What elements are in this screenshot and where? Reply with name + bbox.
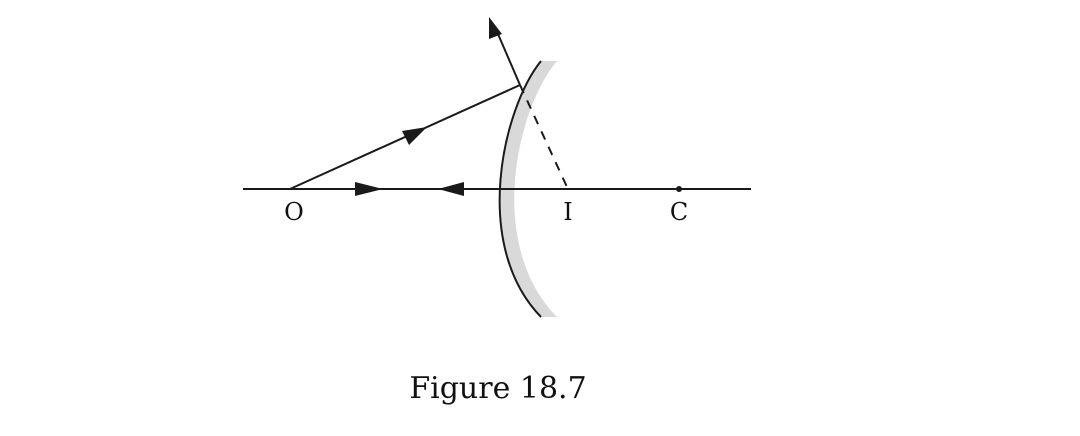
convex-mirror-surface bbox=[498, 60, 542, 318]
figure-caption: Figure 18.7 bbox=[409, 371, 586, 406]
centre-point-dot bbox=[676, 186, 682, 192]
reflected-ray-arrow bbox=[489, 17, 502, 39]
axis-arrow-left bbox=[438, 182, 464, 196]
centre-label: C bbox=[670, 198, 688, 226]
virtual-ray-extension bbox=[519, 84, 568, 188]
reflected-ray bbox=[494, 26, 521, 86]
image-label: I bbox=[563, 198, 572, 226]
axis-arrow-right bbox=[355, 182, 383, 196]
object-label: O bbox=[284, 198, 304, 226]
mirror-back-shading bbox=[499, 61, 557, 317]
incident-ray-arrow bbox=[402, 127, 427, 145]
